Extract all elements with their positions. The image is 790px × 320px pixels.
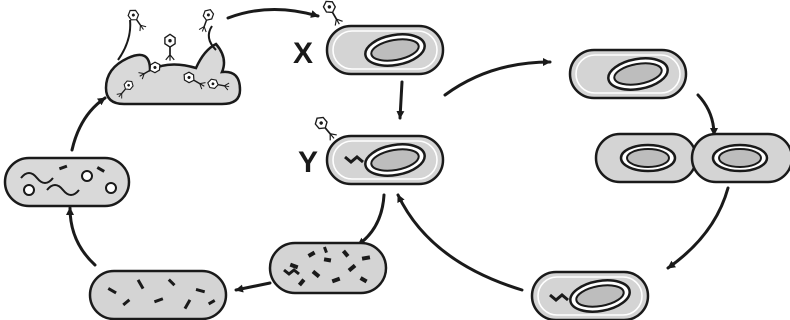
arrow-lysogen-to-division — [698, 95, 714, 135]
lysing-cell — [106, 8, 240, 104]
daughter-cell — [532, 272, 648, 320]
synthesis-cell — [5, 158, 129, 206]
label-y: Y — [298, 146, 318, 179]
arrow-replication-to-assembly — [236, 283, 270, 290]
stage-y-injection-cell — [327, 136, 443, 184]
label-x: X — [293, 37, 313, 70]
dividing-cell — [596, 134, 790, 182]
replication-cell — [270, 243, 386, 293]
arrow-y-to-lysogen — [445, 62, 550, 95]
arrow-division-to-daughter — [668, 188, 728, 268]
assembly-cell — [90, 271, 226, 319]
injecting-phage-icon — [313, 115, 338, 142]
burst-cell-body — [106, 44, 240, 104]
arrow-lysis-to-x — [228, 9, 318, 18]
attaching-phage-icon — [322, 0, 344, 27]
phage-dna-icon — [284, 270, 299, 274]
lysogen-cell — [570, 50, 686, 98]
released-phage-icon — [165, 34, 175, 60]
arrow-daughter-to-y — [398, 195, 522, 290]
released-phage-icon — [198, 8, 214, 33]
arrow-assembly-to-synthesis — [70, 208, 95, 265]
arrow-y-to-replication — [358, 195, 384, 245]
arrow-synthesis-to-lysis — [72, 98, 105, 150]
stage-x-attachment-cell — [327, 26, 443, 74]
arrow-x-to-y — [400, 82, 402, 118]
